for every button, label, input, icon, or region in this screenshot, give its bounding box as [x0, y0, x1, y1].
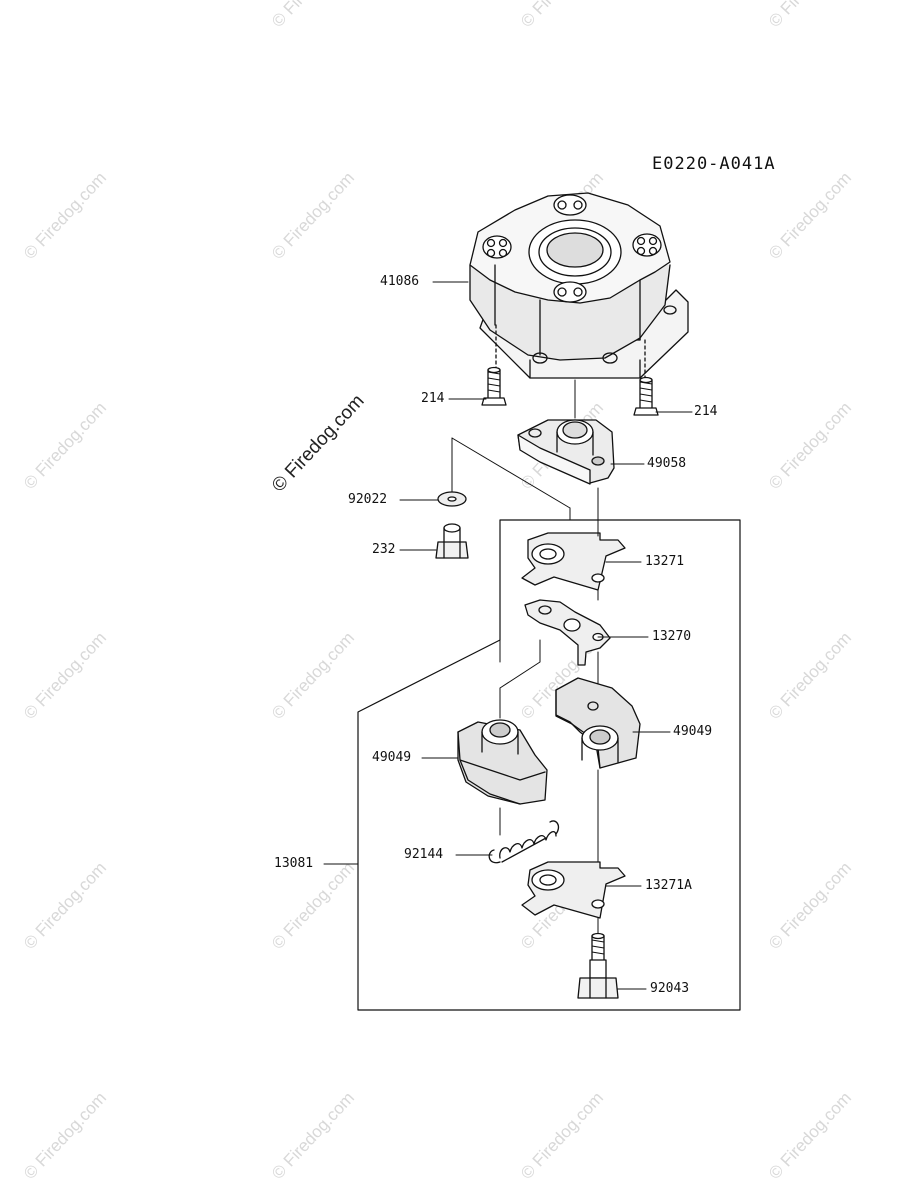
part-label-214-right: 214: [694, 404, 718, 419]
part-label-214-left: 214: [421, 391, 445, 406]
plate-13270: [524, 599, 611, 666]
screw-214-right: [633, 376, 659, 416]
part-label-49049-left: 49049: [372, 750, 412, 765]
clutch-assembly-bracket: [357, 519, 741, 1011]
part-label-92043: 92043: [650, 981, 690, 996]
housing-41086: [469, 192, 689, 379]
part-label-13271: 13271: [645, 554, 685, 569]
plate-13271A: [521, 861, 626, 919]
washer-92022: [437, 491, 467, 507]
spring-92144: [488, 820, 560, 864]
part-label-92022: 92022: [348, 492, 388, 507]
bolt-92043: [577, 932, 619, 999]
part-label-49058: 49058: [647, 456, 687, 471]
part-label-13081: 13081: [274, 856, 314, 871]
plate-13271: [521, 532, 626, 591]
part-label-13270: 13270: [652, 629, 692, 644]
diagram-code: E0220-A041A: [652, 154, 776, 174]
part-label-92144: 92144: [404, 847, 444, 862]
clutch-shoe-49049-right: [555, 677, 641, 769]
drive-plate-49058: [517, 419, 615, 485]
part-label-13271A: 13271A: [645, 878, 692, 893]
bolt-232: [435, 523, 469, 559]
clutch-shoe-49049-left: [457, 719, 548, 805]
screw-214-left: [481, 366, 507, 406]
part-label-49049-right: 49049: [673, 724, 713, 739]
part-label-41086: 41086: [380, 274, 420, 289]
part-label-232: 232: [372, 542, 396, 557]
leader-lines: [323, 281, 693, 990]
